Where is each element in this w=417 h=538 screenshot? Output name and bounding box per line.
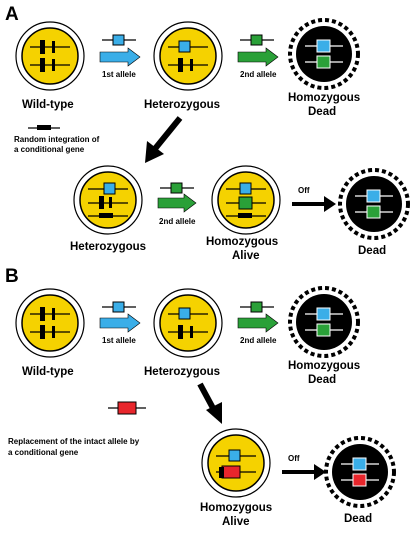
integration-arrow-a — [145, 116, 183, 163]
dead-label-a: Dead — [308, 106, 336, 118]
heterozygous-label-a-row2: Heterozygous — [70, 241, 146, 253]
random-integration-note-line2: a conditional gene — [14, 145, 85, 154]
panel-a-letter: A — [5, 4, 19, 25]
wild-type-label-a: Wild-type — [22, 99, 74, 111]
first-allele-arrow-a: 1st allele — [99, 34, 141, 79]
off-arrow-b: Off — [282, 454, 326, 480]
second-allele-label-a-row2: 2nd allele — [159, 217, 196, 226]
first-allele-arrow-b: 1st allele — [99, 301, 141, 345]
heterozygous-label-a: Heterozygous — [144, 99, 220, 111]
second-allele-arrow-a: 2nd allele — [237, 34, 279, 79]
replacement-arrow-b — [197, 382, 222, 424]
cell-dead-b-row2 — [324, 436, 396, 508]
homozygous-label-b-row2: Homozygous — [200, 502, 272, 514]
conditional-gene-icon-b — [108, 401, 146, 415]
cell-homozygous-alive-a — [211, 165, 281, 235]
cell-wild-type-a — [15, 21, 85, 91]
dead-label-b-row2: Dead — [344, 513, 372, 525]
homozygous-label-a: Homozygous — [288, 92, 360, 104]
heterozygous-label-b: Heterozygous — [144, 366, 220, 378]
cell-heterozygous-conditional-a — [73, 165, 143, 235]
first-allele-label-b: 1st allele — [102, 336, 136, 345]
second-allele-arrow-a-row2: 2nd allele — [157, 182, 197, 226]
first-allele-label-a: 1st allele — [102, 70, 136, 79]
off-label-b: Off — [288, 454, 300, 463]
second-allele-arrow-b: 2nd allele — [237, 301, 279, 345]
cell-wild-type-b — [15, 288, 85, 358]
wild-type-label-b: Wild-type — [22, 366, 74, 378]
replacement-note-line2: a conditional gene — [8, 448, 79, 457]
panel-b-letter: B — [5, 266, 19, 287]
replacement-note-line1: Replacement of the intact allele by — [8, 437, 140, 446]
second-allele-label-b: 2nd allele — [240, 336, 277, 345]
cell-heterozygous-b — [153, 288, 223, 358]
homozygous-label-b: Homozygous — [288, 360, 360, 372]
alive-label-b: Alive — [222, 516, 250, 528]
conditional-gene-icon-a — [28, 125, 60, 130]
alive-label-a: Alive — [232, 250, 260, 262]
cell-homozygous-dead-a — [288, 18, 360, 90]
second-allele-label-a: 2nd allele — [240, 70, 277, 79]
cell-homozygous-alive-b — [201, 428, 271, 498]
cell-heterozygous-a — [153, 21, 223, 91]
random-integration-note-line1: Random integration of — [14, 135, 100, 144]
off-label-a: Off — [298, 186, 310, 195]
off-arrow-a: Off — [292, 186, 336, 212]
cell-homozygous-dead-b — [288, 286, 360, 358]
dead-label-b: Dead — [308, 374, 336, 386]
cell-dead-a-row2 — [338, 168, 410, 240]
homozygous-label-a-row2: Homozygous — [206, 236, 278, 248]
dead-label-a-row2: Dead — [358, 245, 386, 257]
